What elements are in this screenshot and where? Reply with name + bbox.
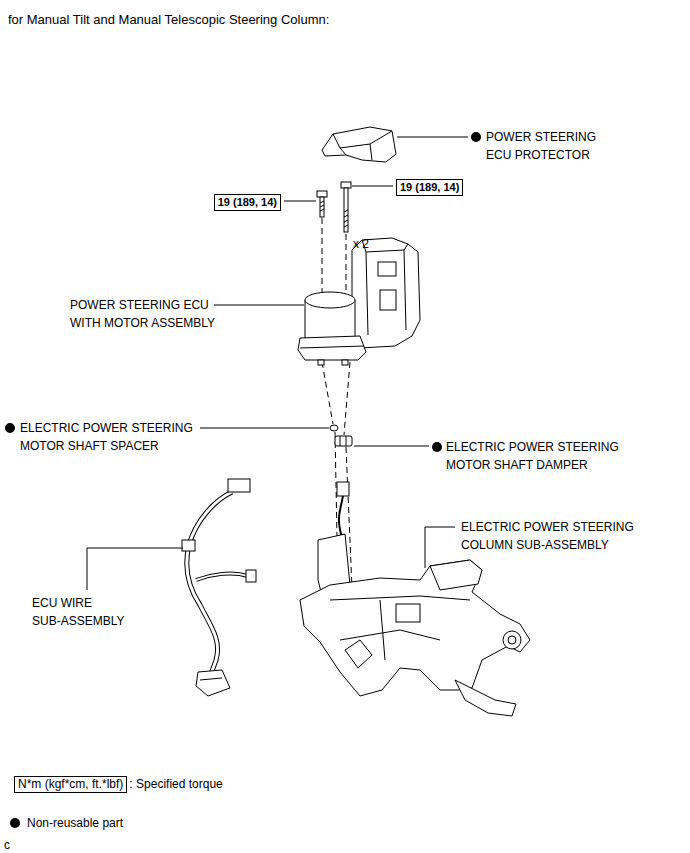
ecu-protector xyxy=(322,127,396,162)
figure-mark: c xyxy=(4,836,10,853)
non-reusable-marks xyxy=(5,132,481,452)
bolt xyxy=(341,182,351,232)
motor-shaft-spacer xyxy=(330,425,338,431)
bullet-symbol xyxy=(471,132,481,142)
part-name: POWER STEERING ECU WITH MOTOR ASSEMBLY xyxy=(70,296,230,332)
legend-entry: Non-reusable part xyxy=(9,814,123,832)
legend-text: Non-reusable part xyxy=(27,814,123,832)
assembly-line xyxy=(322,362,333,424)
leader-line xyxy=(352,186,393,187)
bolt xyxy=(317,191,327,217)
quantity-note: x 2 xyxy=(353,235,369,253)
page-title: for Manual Tilt and Manual Telescopic St… xyxy=(8,11,329,29)
part-name: ELECTRIC POWER STEERING MOTOR SHAFT DAMP… xyxy=(446,438,646,474)
assembly-line xyxy=(344,362,350,435)
leader-line xyxy=(87,548,183,590)
ecu-wire-harness xyxy=(182,479,256,696)
bullet-symbol xyxy=(9,817,21,829)
torque-value: 19 (189, 14) xyxy=(400,181,459,193)
steering-column xyxy=(300,482,530,716)
legend-note: : Specified torque xyxy=(129,775,222,793)
legend-torque-box: N*m (kgf*cm, ft.*lbf) xyxy=(14,776,127,793)
torque-value: N*m (kgf*cm, ft.*lbf) xyxy=(18,777,123,791)
bullet-symbol xyxy=(5,423,15,433)
torque-value: 19 (189, 14) xyxy=(218,196,277,208)
part-name: POWER STEERING ECU PROTECTOR xyxy=(486,128,611,164)
leader-line xyxy=(284,201,316,202)
leader-lines xyxy=(87,137,468,590)
leader-line xyxy=(397,137,468,138)
part-name: ELECTRIC POWER STEERING COLUMN SUB-ASSEM… xyxy=(461,518,661,554)
part-name: ELECTRIC POWER STEERING MOTOR SHAFT SPAC… xyxy=(20,419,215,455)
leader-line xyxy=(214,305,304,306)
assembly-line xyxy=(322,218,323,300)
leader-line xyxy=(354,446,429,447)
ecu-motor-assembly xyxy=(298,238,420,365)
torque-box: 19 (189, 14) xyxy=(214,194,281,211)
bullet-symbol xyxy=(432,442,442,452)
assembly-line xyxy=(346,234,347,300)
leader-line xyxy=(425,527,455,568)
torque-box: 19 (189, 14) xyxy=(396,179,463,196)
leader-line xyxy=(200,428,329,429)
part-name: ECU WIRE SUB-ASSEMBLY xyxy=(32,594,132,630)
motor-shaft-damper xyxy=(335,436,352,446)
assembly-lines xyxy=(322,218,352,590)
